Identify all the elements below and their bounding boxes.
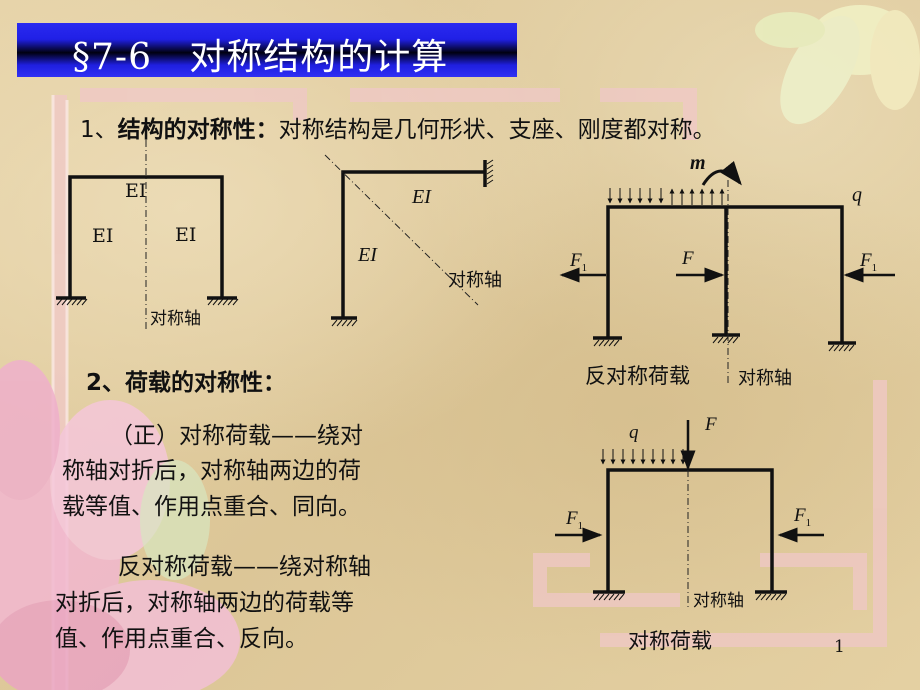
figure4-axis-label: 对称轴 [693, 591, 744, 611]
slide-title: §7-6 对称结构的计算 [72, 37, 449, 78]
figure3-f1-left-label: F1 [570, 250, 588, 274]
figure3-q-label: q [852, 184, 862, 206]
figure4-f1-left-label: F1 [566, 508, 584, 532]
section1-heading: 1、结构的对称性：对称结构是几何形状、支座、刚度都对称。 [80, 110, 716, 144]
section1-heading-bold: 结构的对称性： [117, 117, 279, 143]
section2-heading: 2、荷载的对称性： [86, 370, 287, 396]
figure1-axis-label: 对称轴 [150, 309, 201, 329]
antisymmetric-line-1: 反对称荷载——绕对称轴 [118, 554, 371, 580]
figure4-f-label: F [705, 414, 717, 435]
figure3-caption: 反对称荷载 [585, 364, 690, 388]
figure1-beam-ei: EI [125, 180, 147, 202]
figure1-left-ei: EI [92, 225, 114, 247]
symmetric-line-3: 载等值、作用点重合、同向。 [62, 494, 361, 520]
figure4-f1-right-label: F1 [794, 505, 812, 529]
figure4-q-label: q [629, 422, 639, 443]
figure3-f1-right-label: F1 [860, 250, 878, 274]
figure3-moment-label: m [690, 152, 706, 174]
figure4-caption: 对称荷载 [628, 629, 712, 653]
title-bar [17, 23, 517, 77]
figure3-f-mid-label: F [682, 248, 694, 269]
symmetric-line-1: （正）对称荷载——绕对 [110, 423, 363, 449]
figure1-right-ei: EI [175, 224, 197, 246]
antisymmetric-line-3: 值、作用点重合、反向。 [55, 626, 308, 652]
figure2-top-ei: EI [412, 186, 431, 208]
section1-heading-text: 对称结构是几何形状、支座、刚度都对称。 [278, 117, 716, 143]
figure2-axis-label: 对称轴 [448, 270, 502, 291]
section1-number: 1、 [80, 117, 118, 143]
antisymmetric-line-2: 对折后，对称轴两边的荷载等 [55, 590, 354, 616]
figure2-left-ei: EI [358, 244, 377, 266]
page-number: 1 [834, 637, 845, 657]
figure3-axis-label: 对称轴 [738, 368, 792, 389]
symmetric-line-2: 称轴对折后，对称轴两边的荷 [62, 458, 361, 484]
